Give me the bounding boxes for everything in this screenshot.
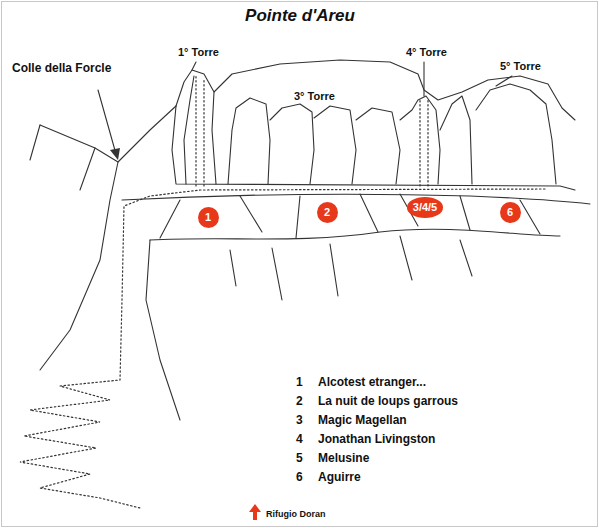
callout-number: 1 <box>205 211 211 223</box>
route-marker: 1 <box>198 207 219 228</box>
gully-line <box>230 236 472 300</box>
tower-name: 3° Torre <box>294 90 335 103</box>
tower-base <box>172 106 575 190</box>
gully-line <box>160 194 540 238</box>
callout-number: 6 <box>296 471 303 485</box>
tower-outline <box>440 96 472 184</box>
callout-number: 2 <box>324 206 330 218</box>
tower-outline <box>476 84 556 184</box>
pass-name: Colle della Forcle <box>12 62 111 76</box>
valley-line <box>30 125 95 190</box>
tower-outline <box>212 92 216 184</box>
leader-line <box>192 62 196 70</box>
callout-number: 1 <box>296 376 303 390</box>
route-name: Jonathan Livingston <box>318 433 435 447</box>
route-name: Magic Magellan <box>318 414 407 428</box>
refuge-arrow <box>249 504 261 520</box>
route-name: Melusine <box>318 452 369 466</box>
route-marker: 2 <box>317 202 338 223</box>
callout-number: 3/4/5 <box>413 201 437 213</box>
slope-edge <box>150 229 560 240</box>
tower-name: 5° Torre <box>500 60 541 73</box>
tower-outline <box>356 108 400 184</box>
valley-line <box>40 162 118 370</box>
tower-outline <box>184 76 194 184</box>
leader-line <box>423 62 424 96</box>
arrowhead <box>110 148 120 160</box>
approach-path <box>20 189 545 508</box>
route-line <box>420 100 428 186</box>
tower-outline <box>270 104 314 184</box>
route-name: La nuit de loups garrous <box>318 395 458 409</box>
route-name: Alcotest etranger... <box>318 376 426 390</box>
callout-number: 6 <box>507 206 513 218</box>
callout-number: 5 <box>296 452 303 466</box>
tower-name: 1° Torre <box>178 46 219 59</box>
route-marker: 3/4/5 <box>407 197 443 218</box>
col-outline <box>40 106 176 162</box>
route-marker: 6 <box>500 202 521 223</box>
callout-number: 3 <box>296 414 303 428</box>
callout-number: 4 <box>296 433 303 447</box>
tower-name: 4° Torre <box>406 46 447 59</box>
leader-arrow <box>98 90 116 154</box>
route-line <box>196 76 204 186</box>
refuge-name: Rifugio Doran <box>266 509 326 519</box>
tower-outline <box>228 98 270 184</box>
leader-line <box>496 76 512 86</box>
map-title: Pointe d'Areu <box>245 6 355 26</box>
tower-outline <box>314 106 356 184</box>
valley-line <box>146 240 180 420</box>
slope-edge <box>122 194 590 204</box>
callout-number: 2 <box>296 395 303 409</box>
route-name: Aguirre <box>318 471 361 485</box>
